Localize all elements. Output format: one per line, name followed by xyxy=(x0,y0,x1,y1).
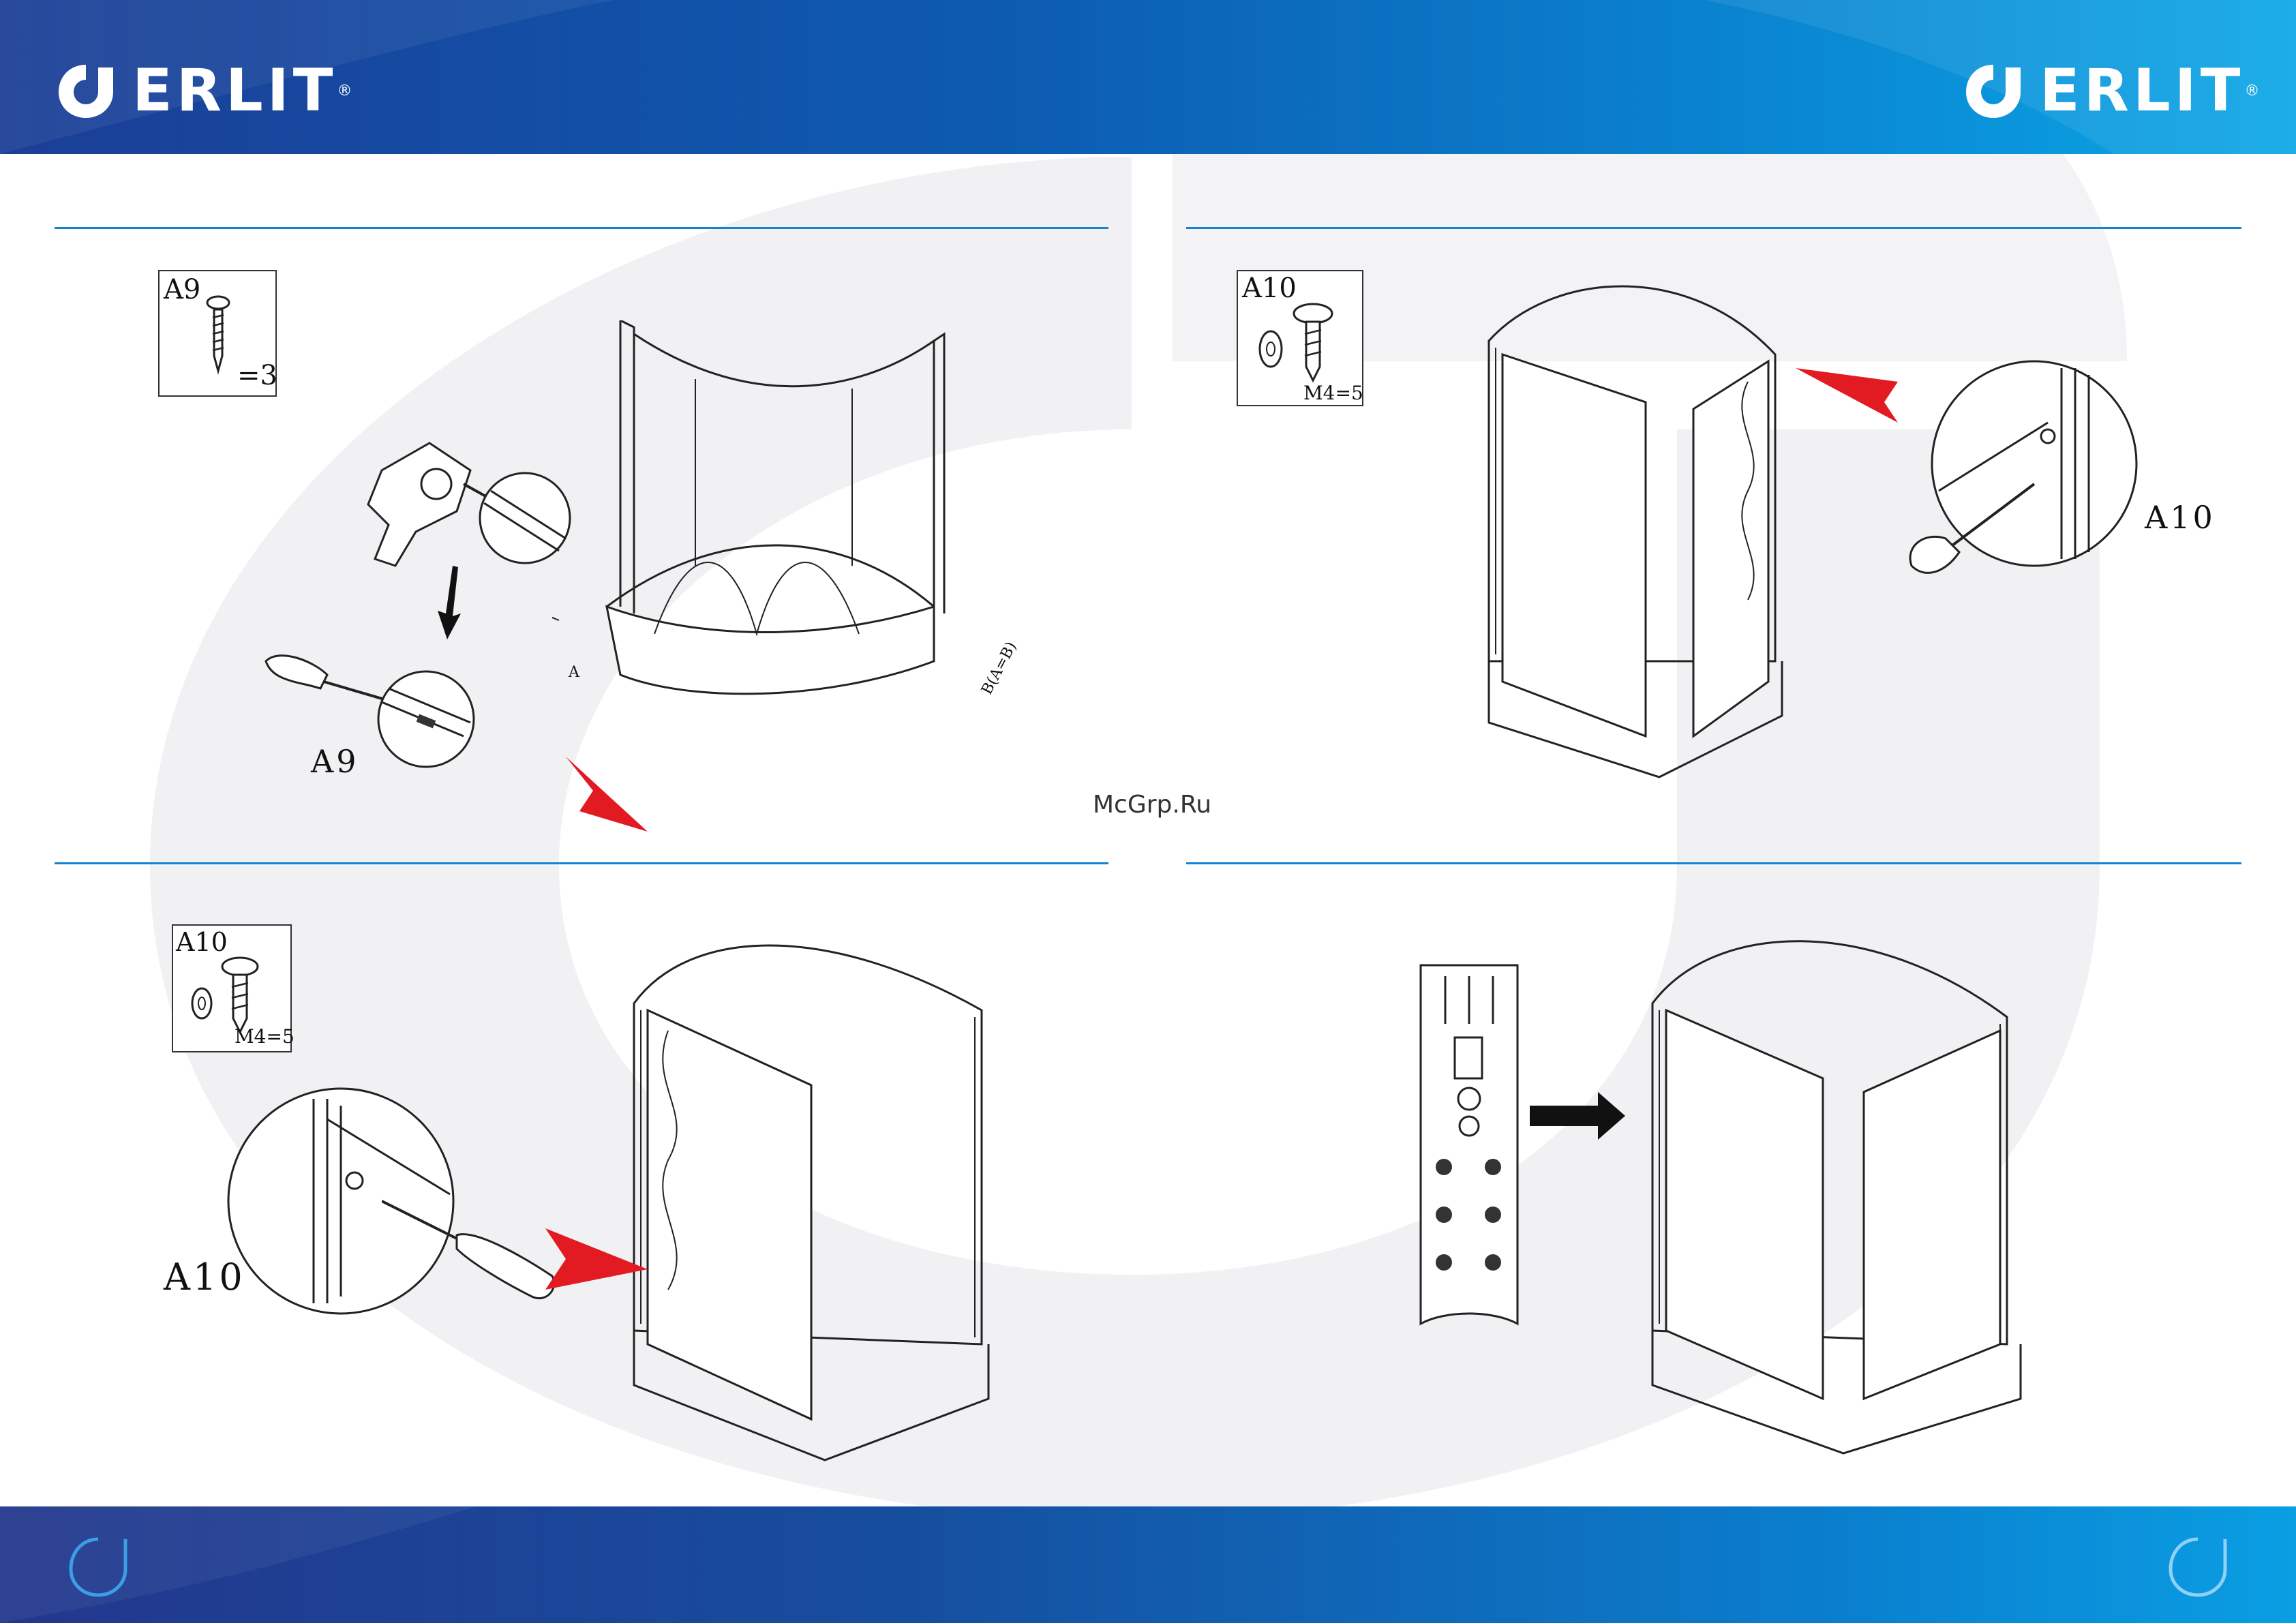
footer-swoosh xyxy=(0,1506,2296,1623)
brand-logo-left: ERLIT ® xyxy=(53,53,352,128)
shower-enclosure-illustration xyxy=(552,320,1029,702)
dimension-label-a: A xyxy=(569,664,579,681)
section-rule xyxy=(1186,862,2241,864)
detail-magnifier xyxy=(375,668,477,770)
callout-label: A10 xyxy=(164,1256,245,1299)
shower-enclosure-illustration xyxy=(1625,908,2075,1474)
section-rule xyxy=(1186,227,2241,229)
screw-icon xyxy=(1252,301,1347,383)
erlit-logo-icon xyxy=(53,58,119,123)
erlit-drop-icon xyxy=(65,1534,131,1599)
section-rule xyxy=(55,862,1108,864)
arrow-icon xyxy=(436,566,464,641)
part-id: A10 xyxy=(1242,273,1297,304)
callout-label: A10 xyxy=(2145,499,2216,536)
screwdriver-icon xyxy=(382,1187,566,1303)
part-box: A10 M4=5 xyxy=(172,924,292,1052)
part-quantity: M4=5 xyxy=(1303,382,1363,404)
erlit-logo-icon xyxy=(1961,58,2026,123)
part-id: A10 xyxy=(176,927,228,957)
brand-name: ERLIT xyxy=(2040,61,2244,120)
erlit-drop-icon xyxy=(2165,1534,2231,1599)
part-quantity: M4=5 xyxy=(235,1025,294,1048)
part-quantity: =3 xyxy=(237,360,277,391)
brand-name: ERLIT xyxy=(132,61,337,120)
screw-icon xyxy=(205,294,232,376)
red-pointer-icon xyxy=(1796,361,1898,429)
step-panel-1: A9 =3 A9 A B( xyxy=(0,232,1148,845)
shower-panel-illustration xyxy=(1418,962,1520,1331)
shower-enclosure-illustration xyxy=(607,908,1029,1474)
part-id: A9 xyxy=(164,274,200,305)
page-footer xyxy=(0,1506,2296,1623)
step-panel-3: A10 M4=5 A10 xyxy=(0,867,1148,1501)
step-panel-4 xyxy=(1148,867,2296,1501)
screwdriver-icon xyxy=(1898,464,2075,586)
callout-label: A9 xyxy=(311,743,359,780)
registered-mark: ® xyxy=(2244,82,2259,100)
red-pointer-icon xyxy=(545,1228,648,1290)
section-rule xyxy=(55,227,1108,229)
shower-enclosure-illustration xyxy=(1468,259,1932,791)
arrow-icon xyxy=(1530,1092,1625,1140)
step-panel-2: A10 M4=5 A10 xyxy=(1148,232,2296,845)
registered-mark: ® xyxy=(337,82,352,100)
brand-logo-right: ERLIT ® xyxy=(1961,53,2259,128)
red-pointer-icon xyxy=(566,757,648,832)
part-box: A9 =3 xyxy=(158,270,277,397)
watermark-text: McGrp.Ru xyxy=(1063,791,1241,819)
part-box: A10 M4=5 xyxy=(1237,270,1363,406)
page-header: ERLIT ® ERLIT ® xyxy=(0,0,2296,154)
